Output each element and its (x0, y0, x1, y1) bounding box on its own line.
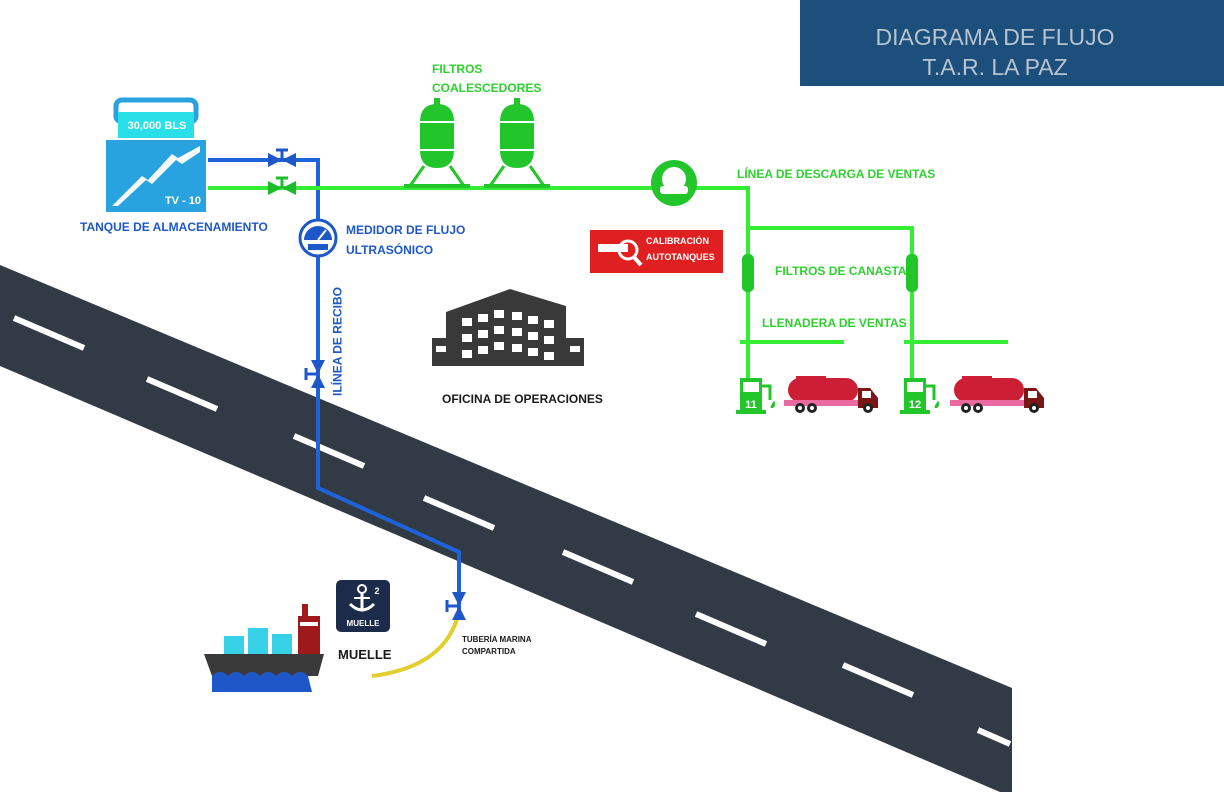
office-building-icon (432, 289, 584, 366)
meter-label-line1: MEDIDOR DE FLUJO (346, 223, 466, 237)
tanker-truck-icon (784, 376, 878, 413)
marine-pipe-line1: TUBERÍA MARINA (462, 635, 532, 644)
dock-label: MUELLE (338, 647, 392, 662)
header-banner: DIAGRAMA DE FLUJO T.A.R. LA PAZ (800, 0, 1224, 86)
basket-filter-icon (742, 254, 754, 292)
filters-label-line1: FILTROS (432, 62, 483, 76)
dock-badge-text: MUELLE (347, 619, 381, 628)
calibration-line2: AUTOTANQUES (646, 252, 715, 262)
calibration-badge (590, 230, 723, 273)
discharge-line-label: LÍNEA DE DESCARGA DE VENTAS (737, 167, 936, 181)
meter-label-line2: ULTRASÓNICO (346, 243, 434, 257)
tank-label: TANQUE DE ALMACENAMIENTO (80, 220, 268, 234)
flow-meter-icon[interactable] (298, 218, 338, 258)
pump-number: 12 (909, 399, 921, 411)
basket-filter-icon (906, 254, 918, 292)
receiving-line-label: ILÍNEA DE RECIBO (330, 287, 345, 396)
fuel-pump-icon (900, 378, 939, 414)
ship-icon (204, 604, 324, 692)
dock-badge-number: 2 (374, 586, 379, 596)
tank-capacity: 30,000 BLS (128, 120, 187, 132)
marine-pipe (371, 611, 461, 678)
basket-filters-label: FILTROS DE CANASTA (775, 264, 907, 278)
filters-label-line2: COALESCEDORES (432, 81, 542, 95)
page-title: DIAGRAMA DE FLUJO (875, 24, 1115, 50)
office-label: OFICINA DE OPERACIONES (442, 392, 603, 406)
dock-badge (336, 580, 390, 632)
coalescer-filter-icon (404, 98, 470, 188)
valve-icon[interactable] (268, 176, 296, 195)
discharge-meter-icon[interactable] (651, 160, 697, 206)
road (0, 265, 1012, 792)
valve-icon[interactable] (304, 360, 325, 388)
valve-icon[interactable] (268, 148, 296, 167)
storage-tank (106, 97, 206, 212)
tank-id: TV - 10 (165, 195, 201, 207)
valve-icon[interactable] (445, 592, 466, 620)
pump-number: 11 (745, 399, 757, 411)
filling-label: LLENADERA DE VENTAS (762, 316, 907, 330)
coalescer-filter-icon (484, 98, 550, 188)
page-subtitle: T.A.R. LA PAZ (922, 54, 1068, 80)
marine-pipe-line2: COMPARTIDA (462, 647, 516, 656)
fuel-pump-icon (736, 378, 775, 414)
calibration-line1: CALIBRACIÓN (646, 236, 709, 246)
tanker-truck-icon (950, 376, 1044, 413)
